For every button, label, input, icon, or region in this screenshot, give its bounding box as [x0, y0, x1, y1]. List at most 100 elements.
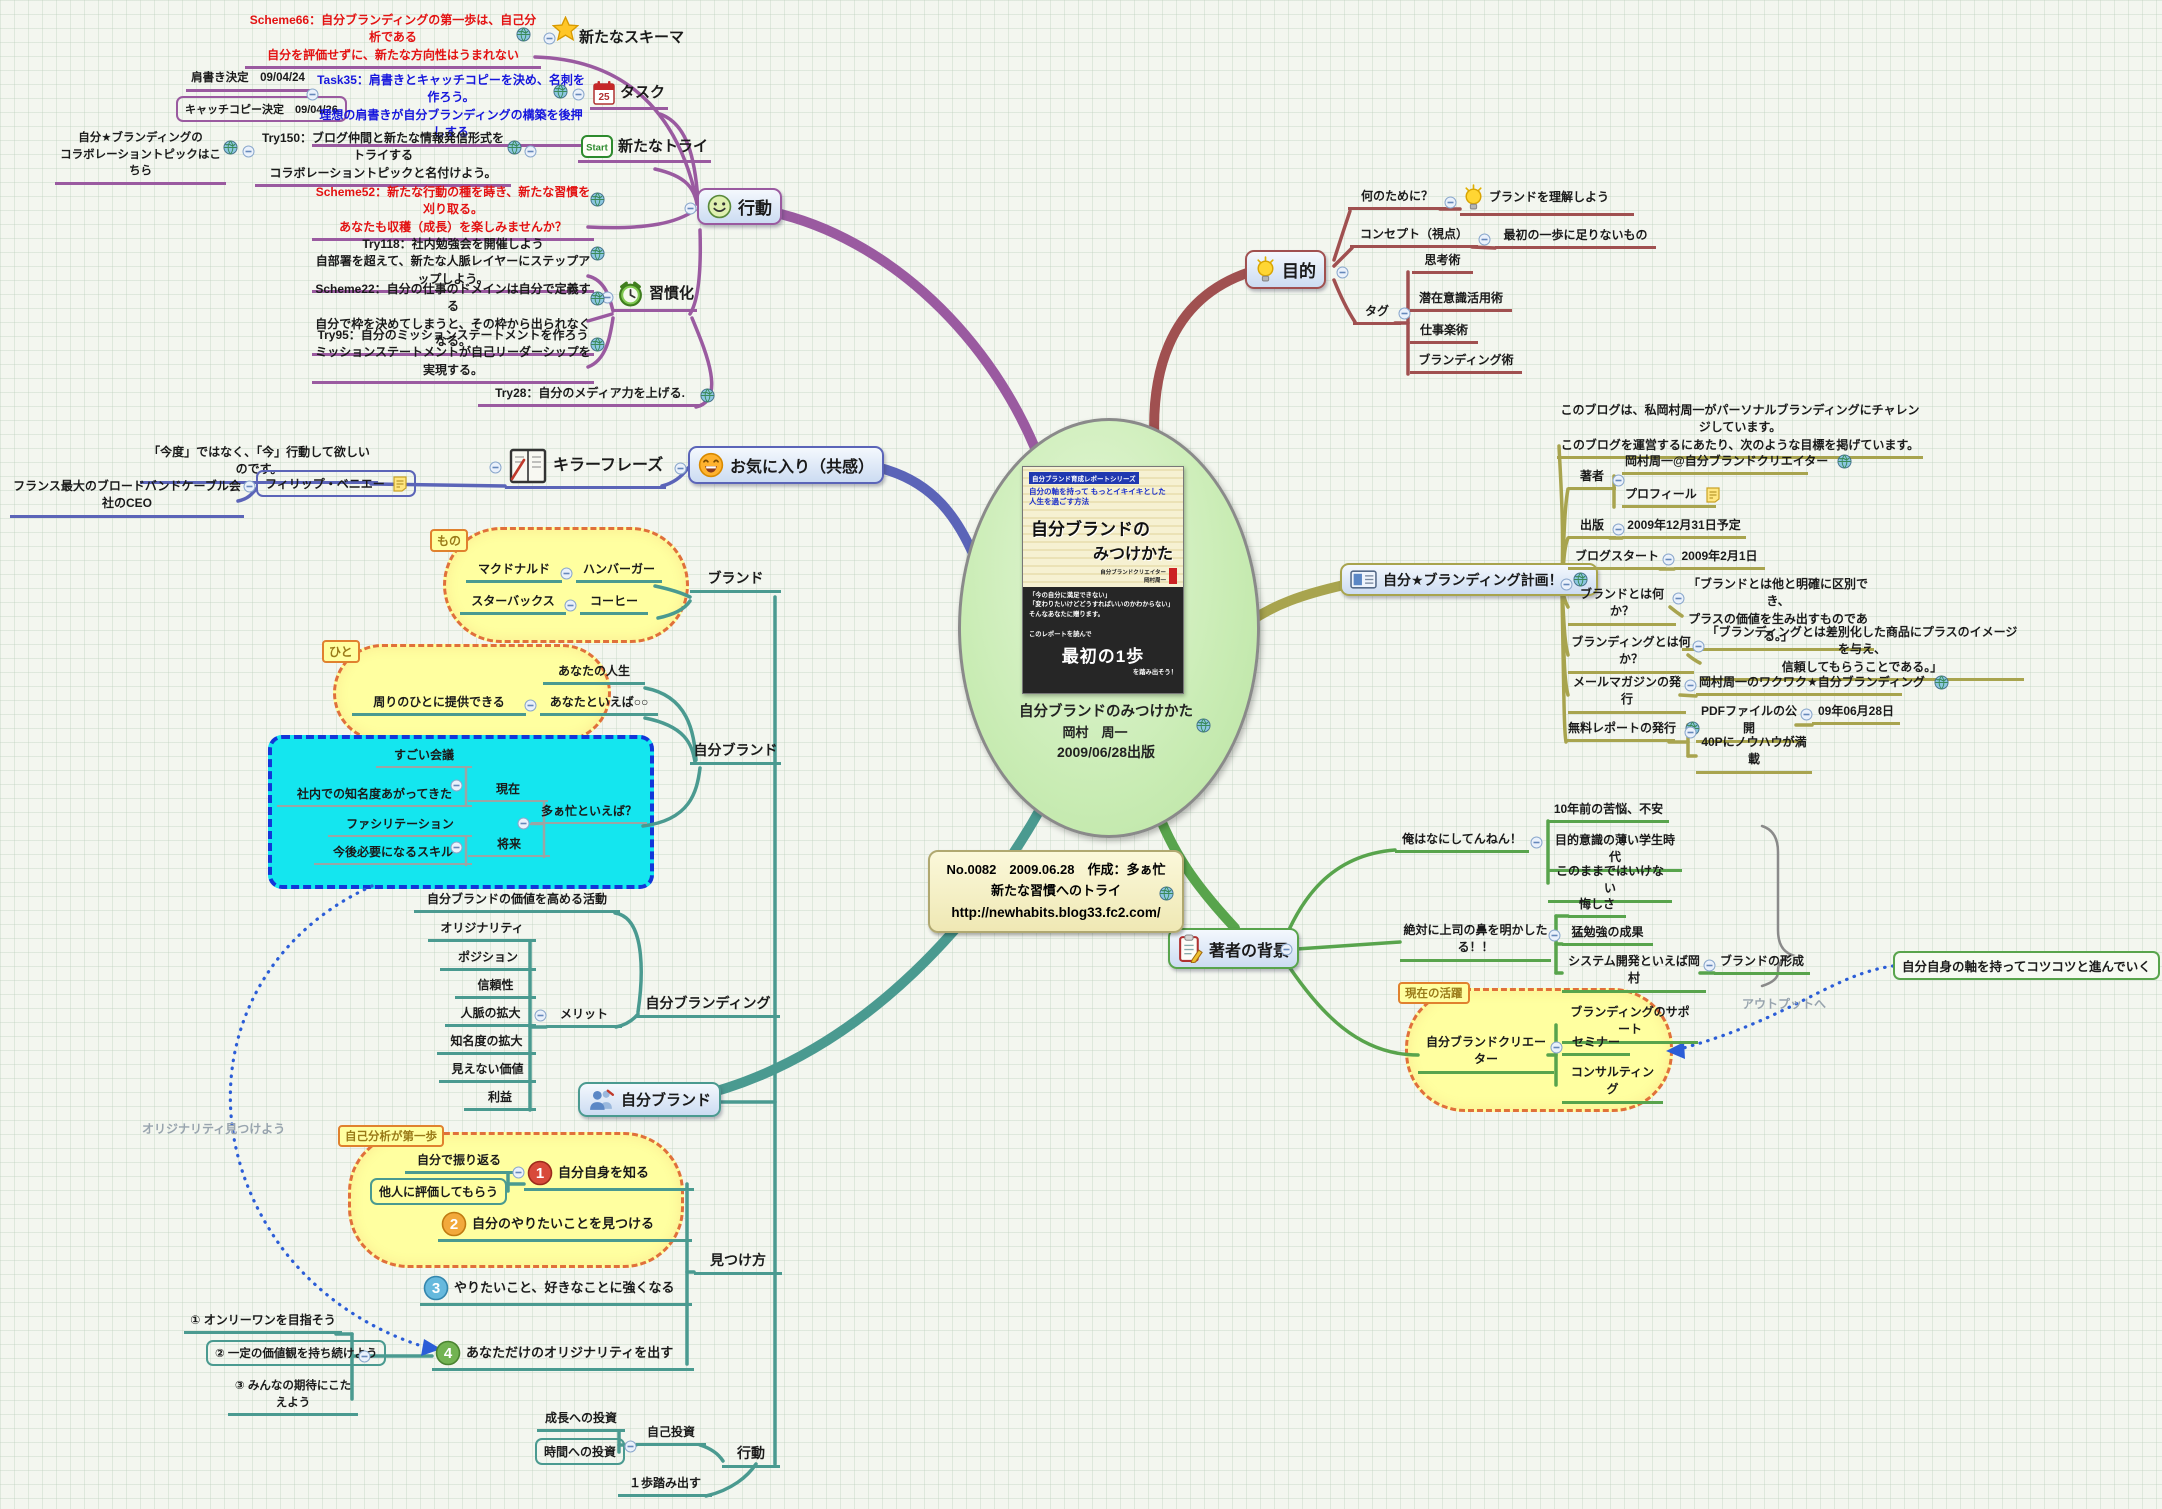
minus-icon[interactable] [1336, 266, 1349, 282]
topic-rieki[interactable]: 利益 [464, 1089, 536, 1112]
minus-icon[interactable] [1550, 1041, 1563, 1057]
branch-jibun-brand-main[interactable]: 自分ブランド [578, 1082, 722, 1117]
collapse-toggle[interactable] [1684, 726, 1697, 739]
topic-task35[interactable]: Task35：肩書きとキャッチコピーを決め、名刺を作ろう。 理想の肩書きが自分ブ… [312, 72, 590, 147]
globe-icon[interactable] [700, 388, 715, 406]
branch-jibun-brand-sub[interactable]: 自分ブランド [690, 740, 781, 766]
minus-icon[interactable] [1800, 708, 1813, 724]
branch-brand[interactable]: ブランド [690, 568, 781, 594]
collapse-toggle[interactable] [1548, 929, 1561, 942]
collapse-toggle[interactable] [358, 1350, 371, 1363]
globe-icon[interactable] [590, 246, 605, 264]
branch-plan[interactable]: 自分★ブランディング計画！ [1340, 563, 1598, 596]
collapse-toggle[interactable] [534, 1009, 547, 1022]
minus-icon[interactable] [512, 1166, 525, 1182]
topic-kitai[interactable]: ③ みんなの期待にこたえよう [228, 1378, 358, 1417]
topic-anata-toieba[interactable]: あなたといえば○○ [540, 694, 658, 717]
topic-brand-towa[interactable]: ブランドとは何か？ [1568, 586, 1676, 626]
topic-shuppan-date[interactable]: 2009年12月31日予定 [1622, 517, 1746, 540]
globe-icon[interactable] [516, 27, 531, 45]
topic-40p[interactable]: 40Pにノウハウが満載 [1696, 734, 1812, 774]
minus-icon[interactable] [560, 567, 573, 583]
topic-try95[interactable]: Try95：自分のミッションステートメントを作ろう ミッションステートメントが自… [312, 327, 594, 385]
link-globe[interactable] [590, 337, 605, 352]
collapse-toggle[interactable] [1444, 196, 1457, 209]
topic-kachi-katsudou[interactable]: 自分ブランドの価値を高める活動 [414, 891, 620, 914]
link-globe[interactable] [507, 140, 522, 155]
minus-icon[interactable] [450, 779, 463, 795]
topic-jikan-toushi[interactable]: 時間への投資 [535, 1438, 626, 1465]
collapse-toggle[interactable] [1684, 679, 1697, 692]
collapse-toggle[interactable] [450, 841, 463, 854]
topic-branding-jutsu[interactable]: ブランディング術 [1410, 352, 1522, 375]
minus-icon[interactable] [1684, 679, 1697, 695]
collapse-toggle[interactable] [1672, 592, 1685, 605]
collapse-toggle[interactable] [1692, 640, 1705, 653]
topic-branding-support[interactable]: ブランディングのサポート [1562, 1004, 1698, 1044]
topic-scheme52[interactable]: Scheme52：新たな行動の種を蒔き、新たな習慣を刈り取る。 あなたも収穫（成… [312, 184, 594, 242]
minus-icon[interactable] [534, 1009, 547, 1025]
branch-new-schema[interactable]: 新たなスキーマ [549, 15, 687, 51]
topic-branding-teigi[interactable]: 「ブランディングとは差別化した商品にプラスのイメージを与え、 信頼してもらうこと… [1700, 624, 2024, 682]
topic-starbucks[interactable]: スターバックス [460, 593, 566, 616]
globe-icon[interactable] [590, 337, 605, 355]
topic-mailmag-name[interactable]: 岡村周一のワクワク★自分ブランディング [1696, 674, 1949, 697]
topic-chimeido-agatta[interactable]: 社内での知名度あがってきた [277, 786, 472, 808]
minus-icon[interactable] [564, 599, 577, 615]
collapse-toggle[interactable] [524, 145, 537, 158]
minus-icon[interactable] [1662, 553, 1675, 569]
topic-blog-start[interactable]: ブログスタート [1568, 548, 1666, 571]
topic-anata-jinsei[interactable]: あなたの人生 [543, 663, 645, 686]
topic-chimeido-kakudai[interactable]: 知名度の拡大 [437, 1033, 536, 1056]
topic-mailmag[interactable]: メールマガジンの発行 [1568, 674, 1686, 714]
topic-philippe[interactable]: フィリップ・ベニエー [256, 470, 416, 497]
topic-pdf-date[interactable]: 09年06月28日 [1812, 703, 1900, 726]
branch-koudou-bottom[interactable]: 行動 [722, 1443, 780, 1469]
collapse-toggle[interactable] [1478, 233, 1491, 246]
topic-ippo-fumidasu[interactable]: １歩踏み出す [618, 1475, 712, 1498]
topic-shikoujutsu[interactable]: 思考術 [1412, 252, 1473, 275]
collapse-toggle[interactable] [1612, 474, 1625, 487]
globe-icon[interactable] [1196, 718, 1211, 733]
topic-position[interactable]: ポジション [440, 949, 536, 972]
minus-icon[interactable] [684, 202, 697, 218]
collapse-toggle[interactable] [1800, 708, 1813, 721]
minus-icon[interactable] [1444, 196, 1457, 212]
minus-icon[interactable] [243, 480, 256, 496]
note-icon[interactable] [1706, 487, 1720, 503]
minus-icon[interactable] [1692, 640, 1705, 656]
topic-hamburger[interactable]: ハンバーガー [576, 561, 662, 584]
globe-icon[interactable] [507, 140, 522, 158]
collapse-toggle[interactable] [684, 202, 697, 215]
collapse-toggle[interactable] [1703, 959, 1716, 972]
topic-onlyone[interactable]: ① オンリーワンを目指そう [184, 1312, 342, 1335]
collapse-toggle[interactable] [489, 461, 502, 474]
topic-furikaeru[interactable]: 自分で振り返る [405, 1152, 513, 1175]
topic-try150[interactable]: Try150：ブログ仲間と新たな情報発信形式をトライする コラボレーショントピッ… [255, 130, 511, 188]
link-globe[interactable] [700, 388, 715, 403]
minus-icon[interactable] [489, 461, 502, 477]
collapse-toggle[interactable] [450, 779, 463, 792]
branch-author-bg[interactable]: 著者の背景 [1168, 928, 1300, 969]
topic-scheme22[interactable]: Scheme22：自分の仕事のドメインは自分で定義する 自分で枠を決めてしまうと… [312, 281, 594, 356]
collapse-toggle[interactable] [243, 480, 256, 493]
collapse-toggle[interactable] [1550, 1041, 1563, 1054]
globe-icon[interactable] [1159, 886, 1174, 901]
collapse-toggle[interactable] [1398, 307, 1411, 320]
branch-jibun-branding[interactable]: 自分ブランディング [636, 993, 780, 1019]
topic-gakusei-jidai[interactable]: 目的意識の薄い学生時代 [1548, 832, 1682, 872]
topic-naninotame[interactable]: 何のために？ [1348, 188, 1446, 211]
minus-icon[interactable] [1398, 307, 1411, 323]
topic-jinmyaku[interactable]: 人脈の拡大 [445, 1005, 536, 1028]
collapse-toggle[interactable] [1662, 553, 1675, 566]
topic-shourai[interactable]: 将来 [468, 836, 550, 858]
collapse-toggle[interactable] [560, 567, 573, 580]
topic-brand-rikai[interactable]: ブランドを理解しよう [1460, 184, 1634, 216]
topic-system-kaihatsu[interactable]: システム開発といえば岡村 [1562, 953, 1706, 993]
branch-mokuteki[interactable]: 目的 [1245, 250, 1326, 289]
topic-sugoi-kaigi[interactable]: すごい会議 [376, 747, 472, 769]
collapse-toggle[interactable] [524, 699, 537, 712]
topic-free-report[interactable]: 無料レポートの発行 [1565, 720, 1700, 743]
collapse-toggle[interactable] [1560, 578, 1573, 591]
